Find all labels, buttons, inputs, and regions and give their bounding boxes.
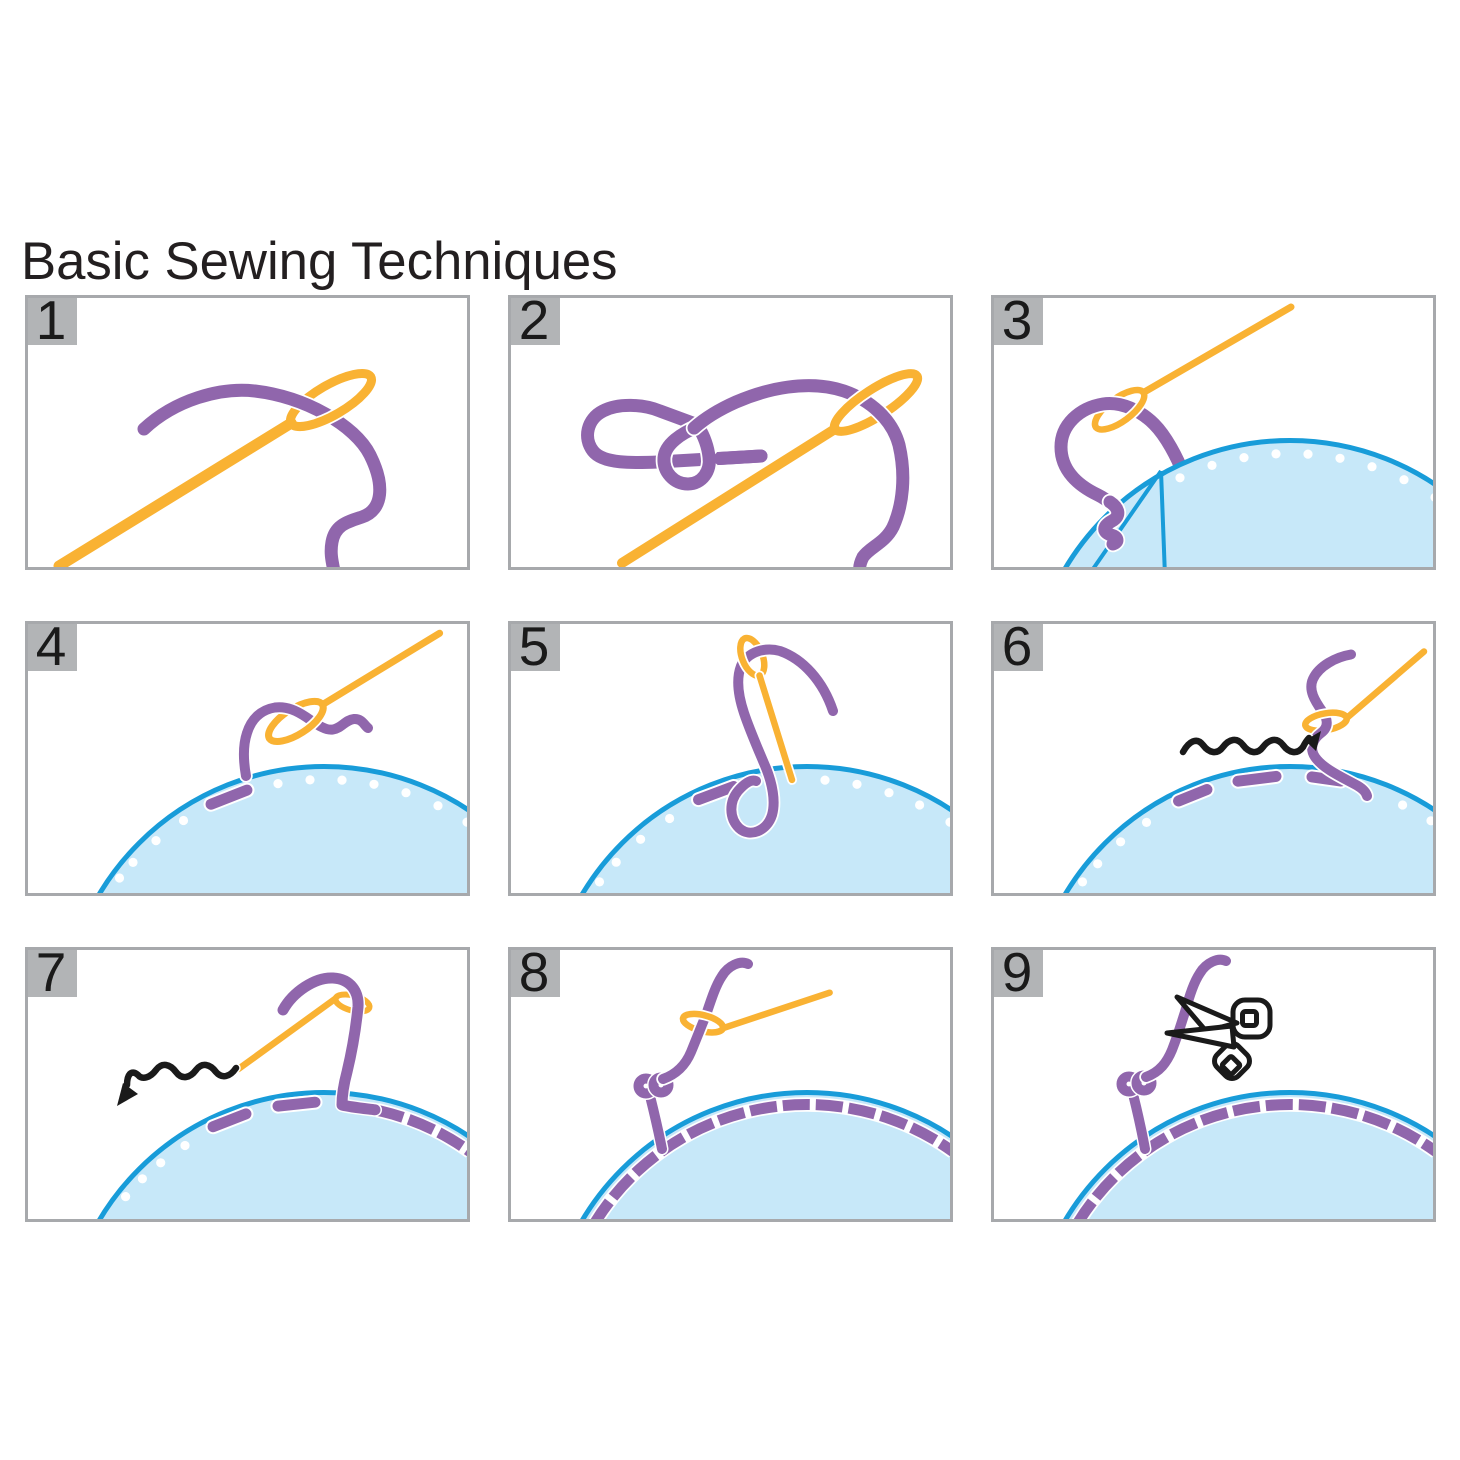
svg-text:8: 8 [519,947,550,1003]
svg-text:3: 3 [1001,295,1032,351]
svg-text:6: 6 [1001,621,1032,677]
svg-text:7: 7 [36,947,67,1003]
svg-text:9: 9 [1001,947,1032,1003]
svg-text:1: 1 [36,295,67,351]
svg-text:4: 4 [36,621,67,677]
svg-text:2: 2 [519,295,550,351]
svg-text:5: 5 [519,621,550,677]
